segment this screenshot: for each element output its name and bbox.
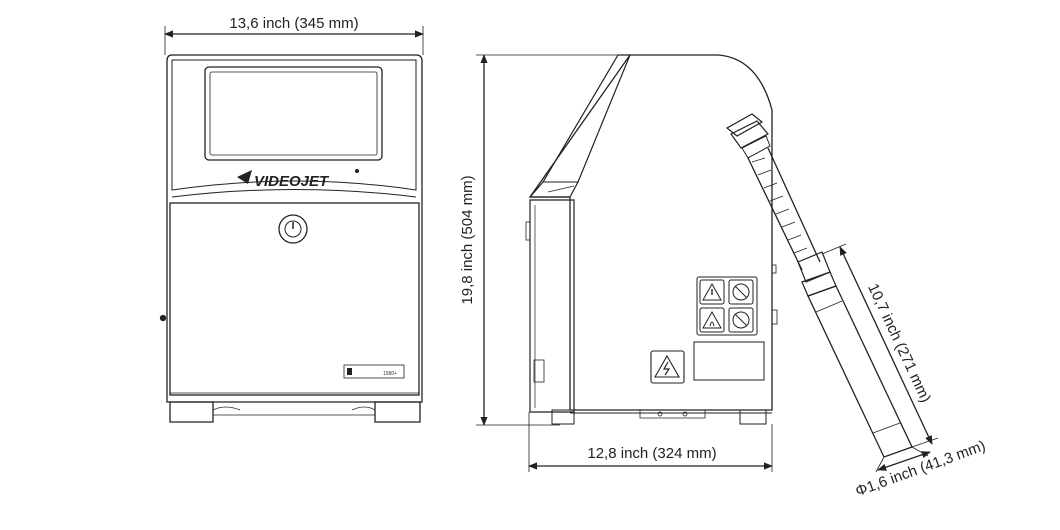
front-view xyxy=(159,26,424,423)
svg-text:VIDEOJET: VIDEOJET xyxy=(254,173,330,190)
width-dimension-label: 13,6 inch (345 mm) xyxy=(229,15,358,32)
umbilical-dimension-label: 10,7 inch (271 mm) xyxy=(864,281,934,405)
svg-text:1580+: 1580+ xyxy=(383,371,397,377)
diameter-dimension-line xyxy=(877,451,931,471)
touchscreen xyxy=(204,66,383,161)
warning-label-group xyxy=(696,276,758,336)
door-side xyxy=(529,199,575,413)
height-dimension-label: 19,8 inch (504 mm) xyxy=(459,175,476,304)
no-smoking-icon xyxy=(728,279,754,305)
model-label: 1580+ xyxy=(343,364,405,379)
umbilical-dimension-line xyxy=(839,246,933,445)
diameter-dimension-label: Φ1,6 inch (41,3 mm) xyxy=(853,437,988,500)
side-foot-rear xyxy=(739,409,767,425)
electrical-hazard-icon xyxy=(650,350,685,384)
side-view xyxy=(476,54,778,472)
front-foot-right xyxy=(374,401,421,423)
front-housing xyxy=(166,54,423,403)
flammable-icon xyxy=(699,307,725,333)
videojet-logo: VIDEOJET xyxy=(237,169,359,190)
side-foot-front xyxy=(551,409,575,425)
umbilical-and-printhead xyxy=(725,113,939,473)
depth-dimension-label: 12,8 inch (324 mm) xyxy=(587,445,716,462)
no-open-flame-icon xyxy=(728,307,754,333)
warning-triangle-icon xyxy=(699,279,725,305)
front-foot-left xyxy=(169,401,214,423)
cabinet-door xyxy=(169,202,420,396)
printhead xyxy=(807,285,913,458)
power-button-icon xyxy=(278,214,308,244)
blank-label xyxy=(693,341,765,381)
